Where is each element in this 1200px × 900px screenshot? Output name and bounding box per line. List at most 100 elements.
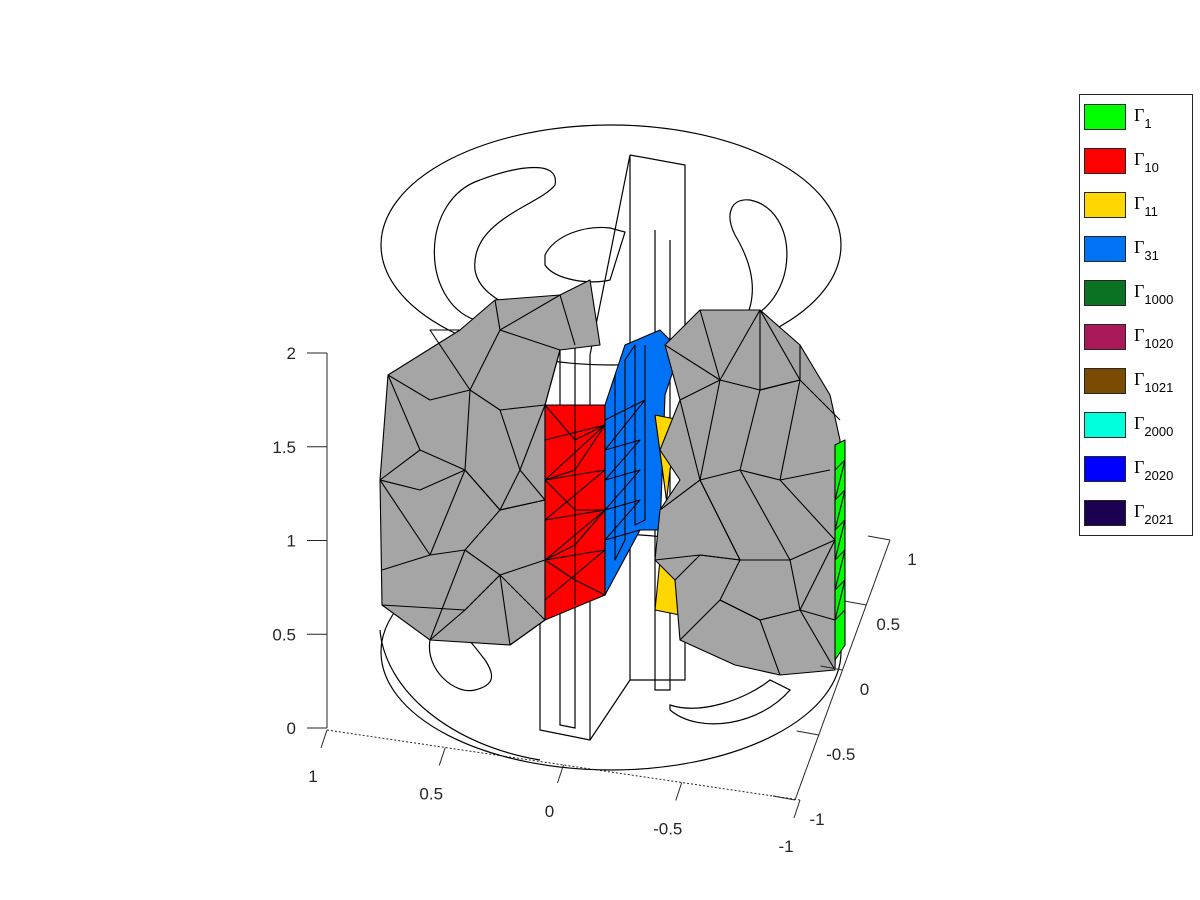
mesh-face: [834, 439, 846, 661]
mesh-edge: [494, 294, 576, 346]
legend-item: Γ2020: [1084, 449, 1190, 483]
y-ticks: 10.50-0.5-1: [772, 535, 917, 829]
legend-swatch: [1084, 500, 1126, 526]
x-tick-mark: [557, 764, 564, 784]
y-tick-mark: [772, 795, 796, 801]
y-tick-mark: [867, 535, 891, 541]
legend-subscript: 2020: [1144, 468, 1174, 483]
legend-label: Γ1020: [1134, 325, 1173, 351]
legend-subscript: 10: [1144, 160, 1159, 175]
y-tick-mark: [844, 600, 867, 606]
y-tick-mark: [796, 730, 819, 736]
legend-subscript: 11: [1144, 204, 1158, 219]
legend-item: Γ1000: [1084, 273, 1190, 307]
legend-swatch: [1084, 148, 1126, 174]
top-slot-right: [729, 199, 788, 322]
legend-label: Γ2000: [1134, 413, 1173, 439]
z-ticks: 2 1.5 1 0.5 0: [272, 344, 327, 738]
x-tick-mark: [320, 729, 328, 749]
mesh-edge: [387, 329, 471, 471]
y-tick-mark: [820, 665, 843, 671]
legend-item: Γ31: [1084, 229, 1190, 263]
x-tick-mark: [438, 747, 446, 766]
mesh-edge: [739, 310, 836, 671]
mesh-edge: [614, 344, 646, 561]
mesh-blue-face: [604, 329, 681, 596]
y-tick-label: -0.5: [826, 745, 855, 764]
z-tick-label: 0.5: [272, 625, 296, 644]
z-tick-label: 1: [287, 532, 296, 551]
z-tick-label: 0: [287, 719, 296, 738]
legend-swatch: [1084, 280, 1126, 306]
legend-label: Γ1000: [1134, 281, 1173, 307]
x-tick-label: -0.5: [653, 820, 682, 839]
x-tick-label: 0: [545, 802, 554, 821]
x-tick-label: 1: [308, 767, 317, 786]
top-slot-left: [433, 167, 556, 321]
legend-label: Γ1: [1134, 105, 1152, 131]
legend-swatch: [1084, 192, 1126, 218]
legend-symbol: Γ: [1134, 149, 1145, 169]
legend-swatch: [1084, 236, 1126, 262]
legend-swatch: [1084, 456, 1126, 482]
mesh-edge: [469, 329, 561, 511]
mesh-red-face: [544, 404, 606, 621]
legend-subscript: 2000: [1144, 424, 1174, 439]
x-tick-label: 0.5: [419, 785, 443, 804]
legend-subscript: 1000: [1144, 292, 1174, 307]
bottom-slot-right: [669, 679, 791, 725]
mesh-edge: [379, 449, 501, 641]
legend-item: Γ1021: [1084, 361, 1190, 395]
legend-item: Γ11: [1084, 185, 1190, 219]
legend-label: Γ2021: [1134, 501, 1173, 527]
legend-label: Γ11: [1134, 193, 1158, 219]
legend-label: Γ1021: [1134, 369, 1173, 395]
legend-symbol: Γ: [1134, 501, 1145, 521]
legend-subscript: 1: [1144, 116, 1152, 131]
legend-symbol: Γ: [1134, 193, 1145, 213]
x-tick-mark: [675, 782, 683, 801]
legend-symbol: Γ: [1134, 281, 1145, 301]
mesh-face: [654, 309, 841, 676]
mesh-gray-right: [654, 309, 841, 676]
y-tick-label: 0.5: [876, 615, 900, 634]
legend-label: Γ10: [1134, 149, 1159, 175]
bottom-slot-left2: [379, 629, 541, 761]
legend-item: Γ1: [1084, 97, 1190, 131]
legend-label: Γ2020: [1134, 457, 1173, 483]
x-ticks: 1 0.5 0 -0.5 -1: [308, 729, 801, 856]
mesh-face: [604, 329, 681, 596]
legend-swatch: [1084, 104, 1126, 130]
mesh-edge: [779, 345, 836, 611]
z-tick-label: 2: [287, 344, 296, 363]
mesh-edge: [664, 309, 801, 391]
mesh-edge: [674, 399, 741, 581]
z-tick-label: 1.5: [272, 438, 296, 457]
legend-item: Γ2000: [1084, 405, 1190, 439]
x-tick-mark: [793, 799, 801, 819]
plate-bottom-edge: [589, 679, 631, 741]
legend-swatch: [1084, 324, 1126, 350]
legend-item: Γ10: [1084, 141, 1190, 175]
legend-swatch: [1084, 412, 1126, 438]
mesh-edge: [381, 574, 501, 611]
mesh-edge: [834, 459, 846, 621]
y-tick-label: 1: [907, 550, 916, 569]
legend-subscript: 1021: [1144, 380, 1174, 395]
legend-symbol: Γ: [1134, 325, 1145, 345]
mesh-green-face: [834, 439, 846, 661]
legend-item: Γ2021: [1084, 493, 1190, 527]
legend-symbol: Γ: [1134, 237, 1145, 257]
mesh-edge: [544, 424, 606, 601]
legend-subscript: 31: [1144, 248, 1159, 263]
legend-swatch: [1084, 368, 1126, 394]
x-tick-label: -1: [778, 837, 793, 856]
legend-symbol: Γ: [1134, 369, 1145, 389]
y-tick-label: -1: [809, 810, 824, 829]
legend-symbol: Γ: [1134, 413, 1145, 433]
mesh-edge: [604, 399, 646, 541]
legend-label: Γ31: [1134, 237, 1159, 263]
top-slot-center: [544, 226, 626, 283]
